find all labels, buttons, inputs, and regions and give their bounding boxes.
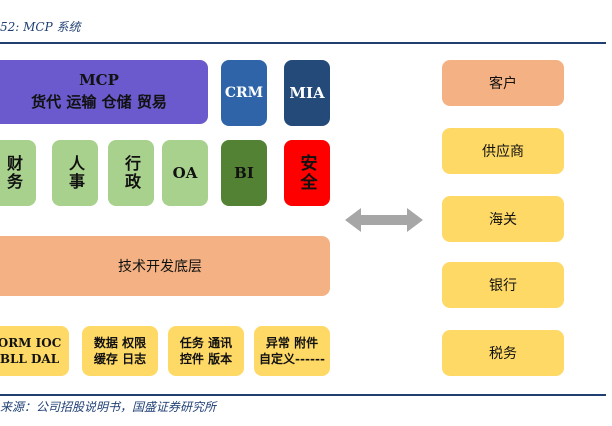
mcp-box: MCP 货代 运输 仓储 贸易 xyxy=(0,60,208,124)
module-box-data: 数据 权限 缓存 日志 xyxy=(82,326,158,376)
security-label: 安全 xyxy=(296,154,317,192)
module-line: 数据 权限 xyxy=(93,335,147,350)
admin-box: 行政 xyxy=(108,140,154,206)
base-layer-box: 技术开发底层 xyxy=(0,236,330,296)
bi-label: BI xyxy=(234,164,254,182)
module-box-orm: ORM IOC BLL DAL xyxy=(0,326,69,376)
supplier-box: 供应商 xyxy=(442,128,564,174)
bank-box: 银行 xyxy=(442,262,564,308)
figure-caption: 52: MCP 系统 xyxy=(0,20,81,34)
mcp-functions: 货代 运输 仓储 贸易 xyxy=(31,93,167,111)
supplier-label: 供应商 xyxy=(482,144,524,160)
tax-box: 税务 xyxy=(442,330,564,376)
module-line: BLL DAL xyxy=(0,352,60,366)
crm-box: CRM xyxy=(221,60,267,126)
top-rule xyxy=(0,42,606,44)
source-note: 来源：公司招股说明书，国盛证券研究所 xyxy=(0,400,217,414)
customs-label: 海关 xyxy=(489,212,517,228)
module-line: 自定义------ xyxy=(259,352,325,366)
bank-label: 银行 xyxy=(489,278,517,294)
oa-label: OA xyxy=(172,164,198,182)
module-line: 控件 版本 xyxy=(179,352,233,366)
customer-label: 客户 xyxy=(489,76,517,92)
base-layer-label: 技术开发底层 xyxy=(118,259,202,275)
double-arrow-icon xyxy=(345,208,423,232)
module-box-exception: 异常 附件 自定义------ xyxy=(254,326,330,376)
admin-label: 行政 xyxy=(122,155,141,191)
module-line: 缓存 日志 xyxy=(93,352,147,366)
mcp-title: MCP xyxy=(79,71,119,90)
customs-box: 海关 xyxy=(442,196,564,242)
module-line: 任务 通讯 xyxy=(179,335,233,350)
mia-label: MIA xyxy=(289,84,325,102)
mia-box: MIA xyxy=(284,60,330,126)
module-line: ORM IOC xyxy=(0,335,62,350)
finance-label: 财务 xyxy=(4,155,23,191)
module-line: 异常 附件 xyxy=(265,335,319,350)
security-box: 安全 xyxy=(284,140,330,206)
tax-label: 税务 xyxy=(489,346,517,362)
hr-label: 人事 xyxy=(66,155,85,191)
bottom-rule xyxy=(0,394,606,396)
crm-label: CRM xyxy=(224,85,264,101)
hr-box: 人事 xyxy=(52,140,98,206)
customer-box: 客户 xyxy=(442,60,564,106)
module-box-task: 任务 通讯 控件 版本 xyxy=(168,326,244,376)
finance-box: 财务 xyxy=(0,140,36,206)
bi-box: BI xyxy=(221,140,267,206)
oa-box: OA xyxy=(162,140,208,206)
